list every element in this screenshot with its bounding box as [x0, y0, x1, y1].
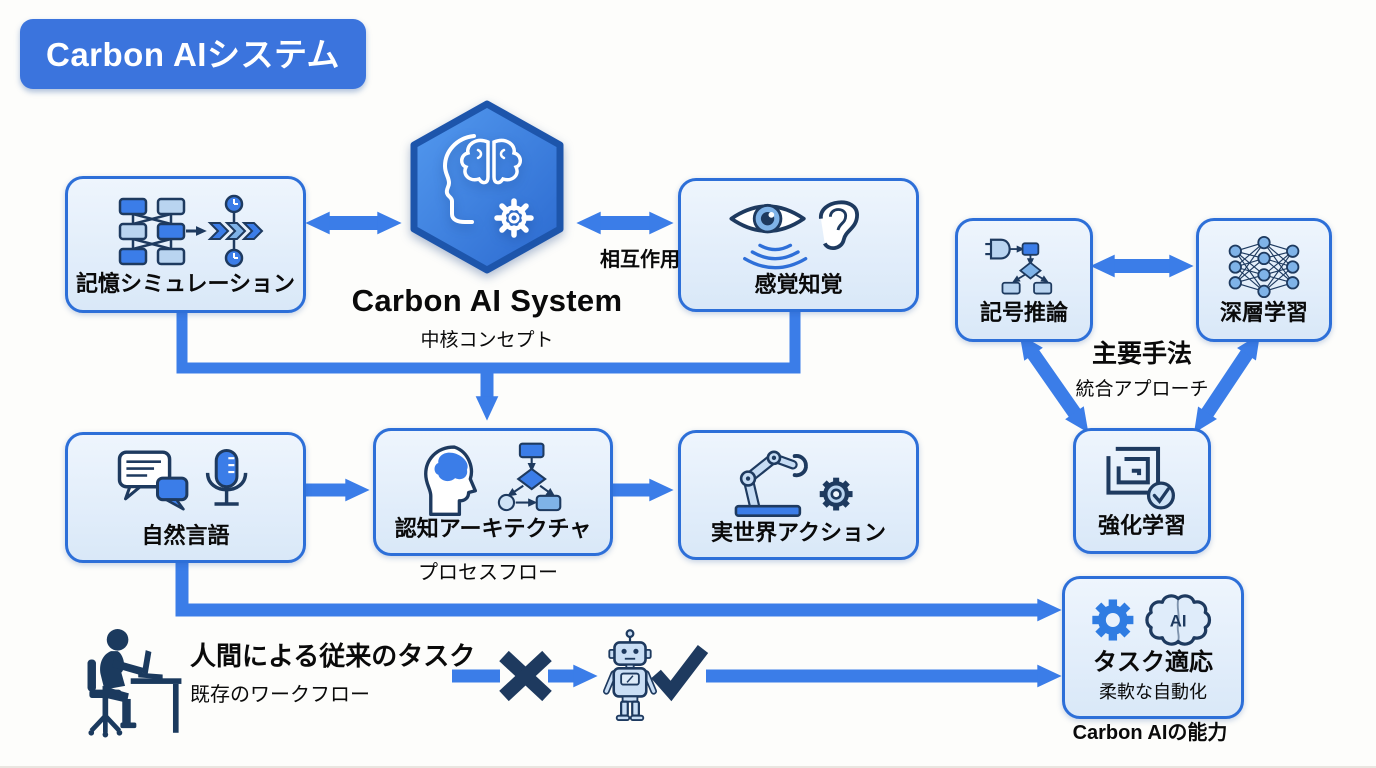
core-hexagon [397, 98, 577, 276]
page-title: Carbon AIシステム [20, 19, 366, 89]
neural-network-icon [1228, 236, 1300, 299]
node-label: 認知アーキテクチャ [394, 516, 592, 542]
node-label: 記憶シミュレーション [75, 270, 296, 296]
core-title: Carbon AI System [351, 283, 623, 318]
node-label: 実世界アクション [711, 520, 886, 546]
methods-title: 主要手法 [1091, 340, 1192, 368]
process-flow-caption: プロセスフロー [418, 562, 558, 584]
node-label: 強化学習 [1097, 513, 1186, 539]
flowchart-timeline-icon [118, 194, 263, 268]
maze-check-icon [1106, 447, 1175, 510]
bottom-edge-line [0, 766, 1376, 768]
arrow-natural-task [175, 556, 1062, 622]
node-sublabel: 柔軟な自動化 [1099, 682, 1207, 703]
node-sensory-perception: 感覚知覚 [678, 178, 919, 312]
head-brain-flowchart-icon [424, 442, 562, 517]
flowchart-icon [497, 442, 562, 512]
node-task-adaptation: AI タスク適応 柔軟な自動化 [1062, 576, 1244, 719]
arrow-deep-reinforce [1194, 334, 1260, 433]
eye-icon [728, 204, 806, 234]
capability-caption: Carbon AIの能力 [1072, 722, 1228, 744]
brain-head-gear-icon [442, 134, 534, 238]
node-reinforcement-learning: 強化学習 [1073, 428, 1211, 554]
brain-icon [460, 138, 522, 185]
node-deep-learning: 深層学習 [1196, 218, 1332, 342]
node-natural-language: 自然言語 [65, 432, 306, 563]
node-label: 自然言語 [141, 522, 230, 548]
human-at-desk-icon [80, 624, 188, 747]
node-label: 深層学習 [1219, 300, 1308, 326]
eye-ear-icon [728, 200, 859, 270]
speech-mic-icon [117, 448, 247, 511]
check-mark-icon [651, 645, 709, 702]
ai-brain-icon: AI [1145, 594, 1212, 646]
clock-icon [224, 194, 243, 268]
node-memory-simulation: 記憶シミュレーション [65, 176, 306, 313]
node-label: 記号推論 [979, 300, 1068, 326]
x-mark-icon [499, 650, 552, 702]
robot-arm-gear-icon [734, 450, 853, 518]
gear-icon [494, 198, 534, 238]
core-caption: Carbon AI System 中核コンセプト [317, 283, 657, 352]
human-task-caption: 人間による従来のタスク 既存のワークフロー [190, 636, 475, 707]
ai-text: AI [1170, 611, 1187, 630]
arrow-symbolic-reinforce [1019, 334, 1089, 433]
logic-gate-flowchart-icon [985, 239, 1053, 295]
microphone-icon [205, 448, 247, 506]
robot-arm-icon [734, 450, 808, 518]
core-subtitle: 中核コンセプト [420, 330, 554, 351]
speech-bubbles-icon [117, 450, 188, 511]
gear-ai-brain-icon: AI [1092, 594, 1212, 646]
robot-icon [596, 626, 664, 729]
node-symbolic-reasoning: 記号推論 [955, 218, 1093, 342]
gear-icon [819, 478, 853, 511]
interaction-label: 相互作用 [600, 249, 680, 271]
human-task-title: 人間による従来のタスク [190, 641, 476, 671]
head-profile-icon [442, 134, 476, 224]
node-cognitive-architecture: 認知アーキテクチャ [373, 428, 613, 556]
human-task-subtitle: 既存のワークフロー [190, 684, 370, 706]
methods-caption: 主要手法 統合アプローチ [1058, 334, 1226, 401]
node-label: タスク適応 [1093, 648, 1213, 676]
sound-waves-icon [742, 244, 807, 270]
methods-subtitle: 統合アプローチ [1075, 379, 1209, 400]
ear-icon [818, 200, 859, 251]
head-brain-icon [424, 445, 478, 517]
node-real-world-action: 実世界アクション [678, 430, 919, 560]
node-label: 感覚知覚 [754, 272, 843, 298]
chevron-timeline-icon [207, 221, 263, 240]
